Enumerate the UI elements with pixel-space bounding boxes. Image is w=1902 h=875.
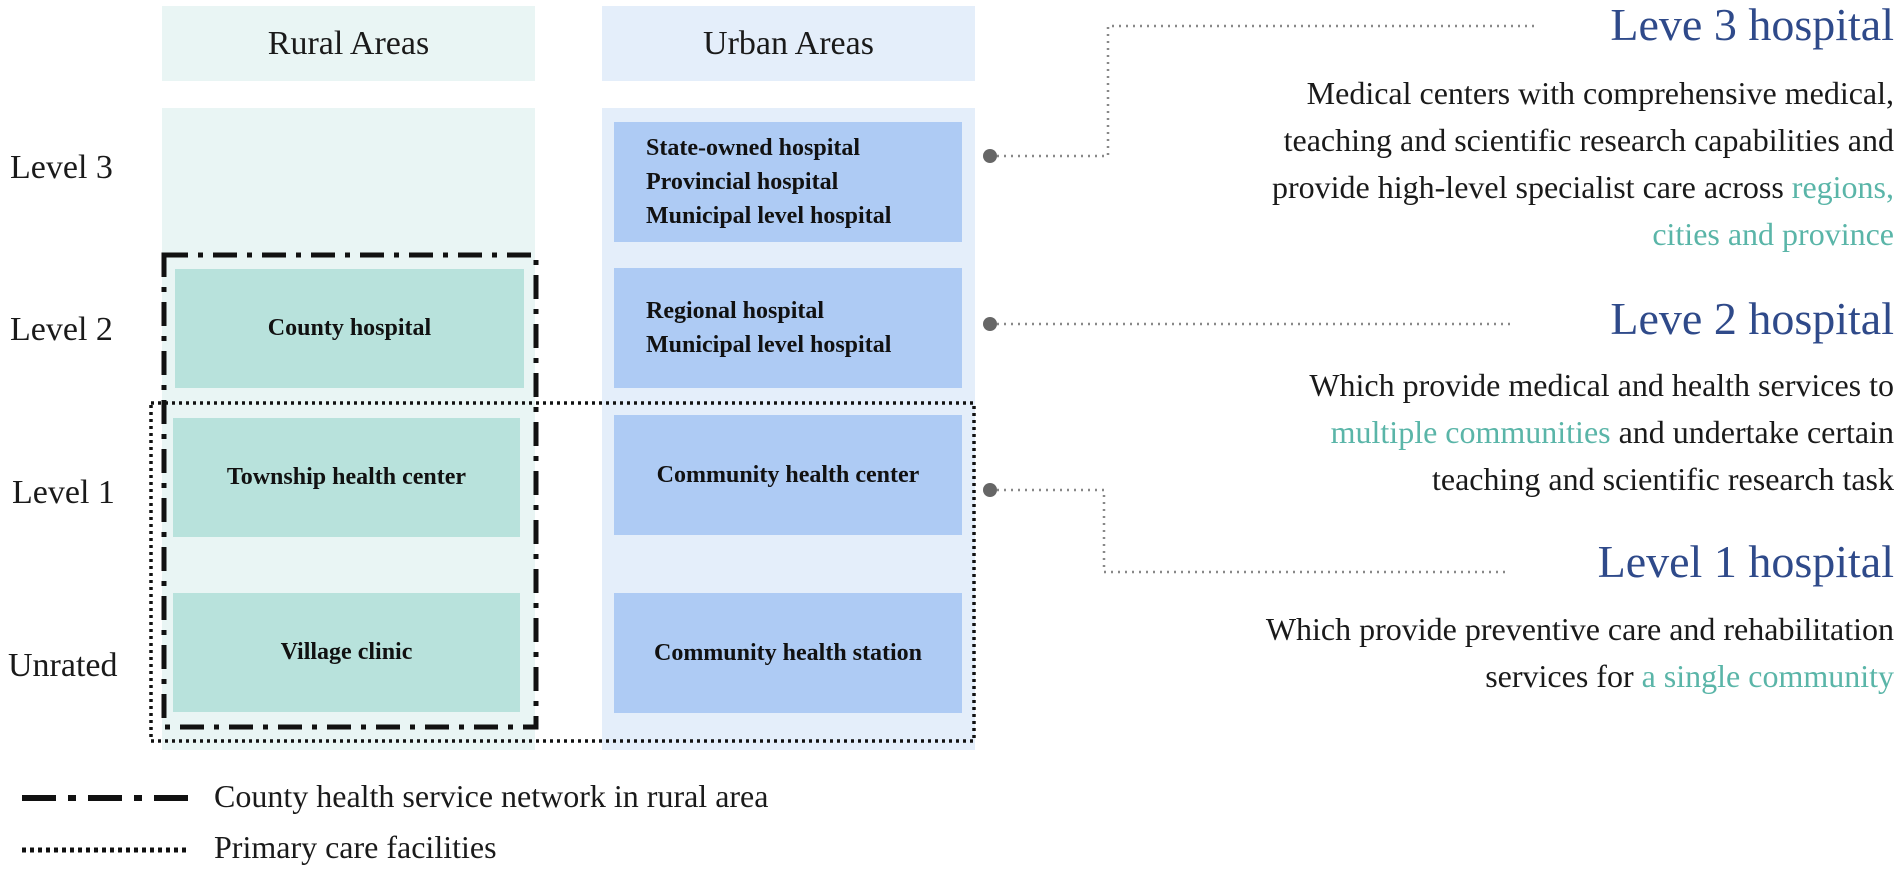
community-health-station-label: Community health station bbox=[653, 639, 923, 666]
unrated-label: Unrated bbox=[8, 647, 118, 684]
level-3-description: Medical centers with comprehensive medic… bbox=[1272, 70, 1894, 258]
urban-level-2-box: Regional hospital Municipal level hospit… bbox=[614, 268, 962, 388]
municipal-hospital-label-2: Municipal level hospital bbox=[646, 332, 892, 358]
level-3-highlight-cities: cities and province bbox=[1652, 216, 1894, 252]
state-owned-hospital-label: State-owned hospital bbox=[646, 135, 861, 161]
level-2-desc-line-2: multiple communities and undertake certa… bbox=[1309, 409, 1894, 456]
level-1-desc-line-2-text: services for bbox=[1485, 658, 1642, 694]
level-1-desc-line-1: Which provide preventive care and rehabi… bbox=[1265, 611, 1894, 647]
village-clinic-label: Village clinic bbox=[280, 639, 413, 665]
township-health-center-label: Township health center bbox=[226, 464, 467, 490]
level-1-desc-line-2: services for a single community bbox=[1266, 653, 1894, 700]
level-3-label: Level 3 bbox=[10, 149, 113, 186]
level-2-desc-line-1: Which provide medical and health service… bbox=[1309, 367, 1894, 403]
level-3-desc-line-1: Medical centers with comprehensive medic… bbox=[1306, 75, 1894, 111]
community-health-station-box: Community health station bbox=[614, 593, 962, 713]
regional-hospital-label: Regional hospital bbox=[646, 298, 825, 324]
urban-column-header: Urban Areas bbox=[602, 6, 975, 81]
primary-care-outline bbox=[149, 401, 976, 743]
provincial-hospital-label: Provincial hospital bbox=[646, 169, 839, 195]
level-2-desc-line-3: teaching and scientific research task bbox=[1432, 461, 1894, 497]
connector-dot-level-2 bbox=[983, 317, 997, 331]
level-1-title: Level 1 hospital bbox=[1597, 536, 1894, 587]
village-clinic-box: Village clinic bbox=[173, 593, 520, 712]
level-2-desc-line-2-text: and undertake certain bbox=[1610, 414, 1894, 450]
level-2-label: Level 2 bbox=[10, 311, 113, 348]
county-network-outline bbox=[161, 252, 539, 730]
connector-level-3 bbox=[990, 24, 1535, 158]
level-3-desc-line-2: teaching and scientific research capabil… bbox=[1283, 122, 1894, 158]
level-1-highlight-community: a single community bbox=[1641, 658, 1894, 694]
level-3-desc-line-3-text: provide high-level specialist care acros… bbox=[1272, 169, 1792, 205]
connector-level-1 bbox=[990, 488, 1505, 574]
legend-county-network-label: County health service network in rural a… bbox=[214, 778, 769, 814]
level-1-label: Level 1 bbox=[12, 474, 115, 511]
level-2-title: Leve 2 hospital bbox=[1610, 293, 1894, 344]
municipal-hospital-label: Municipal level hospital bbox=[646, 203, 892, 229]
rural-column-header: Rural Areas bbox=[162, 6, 535, 81]
level-3-highlight-regions: regions, bbox=[1791, 169, 1894, 205]
connector-dot-level-3 bbox=[983, 149, 997, 163]
level-3-desc-line-3: provide high-level specialist care acros… bbox=[1272, 164, 1894, 211]
county-hospital-label: County hospital bbox=[267, 315, 432, 341]
level-2-highlight-communities: multiple communities bbox=[1330, 414, 1611, 450]
level-2-description: Which provide medical and health service… bbox=[1309, 362, 1894, 503]
legend-primary-care-label: Primary care facilities bbox=[214, 829, 497, 865]
community-health-center-box: Community health center bbox=[614, 415, 962, 535]
connector-dot-level-1 bbox=[983, 483, 997, 497]
community-health-center-label: Community health center bbox=[656, 461, 920, 488]
county-hospital-box: County hospital bbox=[175, 269, 524, 388]
township-health-center-box: Township health center bbox=[173, 418, 520, 537]
level-1-description: Which provide preventive care and rehabi… bbox=[1266, 606, 1894, 700]
urban-level-3-box: State-owned hospital Provincial hospital… bbox=[614, 122, 962, 242]
level-3-title: Leve 3 hospital bbox=[1610, 0, 1894, 50]
